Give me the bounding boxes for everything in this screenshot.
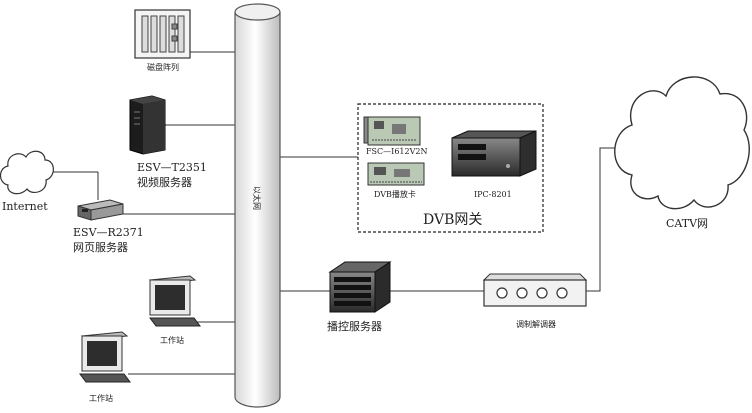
card-dvb-label: DVB播放卡 (374, 189, 416, 199)
workstation-1-label: 工作站 (160, 335, 184, 345)
ethernet-label: 以太网 (252, 186, 262, 210)
workstation-2: 工作站 (79, 331, 131, 403)
web-server-name: 网页服务器 (73, 241, 128, 254)
card-fsc-label: FSC—I612V2N (366, 147, 427, 156)
workstation-2-label: 工作站 (89, 393, 113, 403)
internet-cloud: Internet (0, 150, 54, 213)
dvb-gateway-frame (357, 103, 544, 233)
tower-server-icon (129, 95, 166, 155)
ipc-label: IPC-8201 (474, 190, 512, 199)
disk-array-label: 磁盘阵列 (147, 62, 179, 72)
computer-icon (148, 275, 201, 327)
catv-cloud: CATV网 (614, 76, 750, 230)
ethernet-backbone: 以太网 (234, 3, 281, 408)
video-server: ESV—T2351 视频服务器 (129, 95, 207, 189)
web-server: ESV—R2371 网页服务器 (73, 199, 144, 254)
dvb-gateway: FSC—I612V2N DVB播放卡 IPC-8201 DVB网关 (357, 103, 544, 233)
video-server-model: ESV—T2351 (137, 161, 207, 174)
modulator-label: 调制解调器 (516, 319, 556, 329)
playout-server-label: 播控服务器 (327, 319, 382, 333)
video-server-name: 视频服务器 (137, 175, 192, 189)
modulator: 调制解调器 (482, 273, 588, 329)
playout-server: 播控服务器 (327, 261, 392, 333)
disk-array-icon (141, 15, 185, 53)
computer-icon (79, 331, 131, 383)
fsc-card-icon (363, 116, 421, 146)
dvb-gateway-title: DVB网关 (423, 212, 482, 228)
catv-label: CATV网 (666, 217, 708, 230)
cloud-icon (614, 76, 750, 210)
modulator-icon (482, 273, 588, 307)
dvb-card-icon (367, 162, 425, 186)
internet-label: Internet (2, 200, 48, 213)
workstation-1: 工作站 (148, 275, 201, 345)
disk-array: 磁盘阵列 (134, 9, 191, 72)
rack-server-icon (77, 199, 124, 221)
cloud-icon (0, 150, 54, 195)
web-server-model: ESV—R2371 (73, 226, 144, 239)
rack-chassis-icon (328, 261, 392, 313)
ipc-chassis-icon (451, 130, 537, 177)
